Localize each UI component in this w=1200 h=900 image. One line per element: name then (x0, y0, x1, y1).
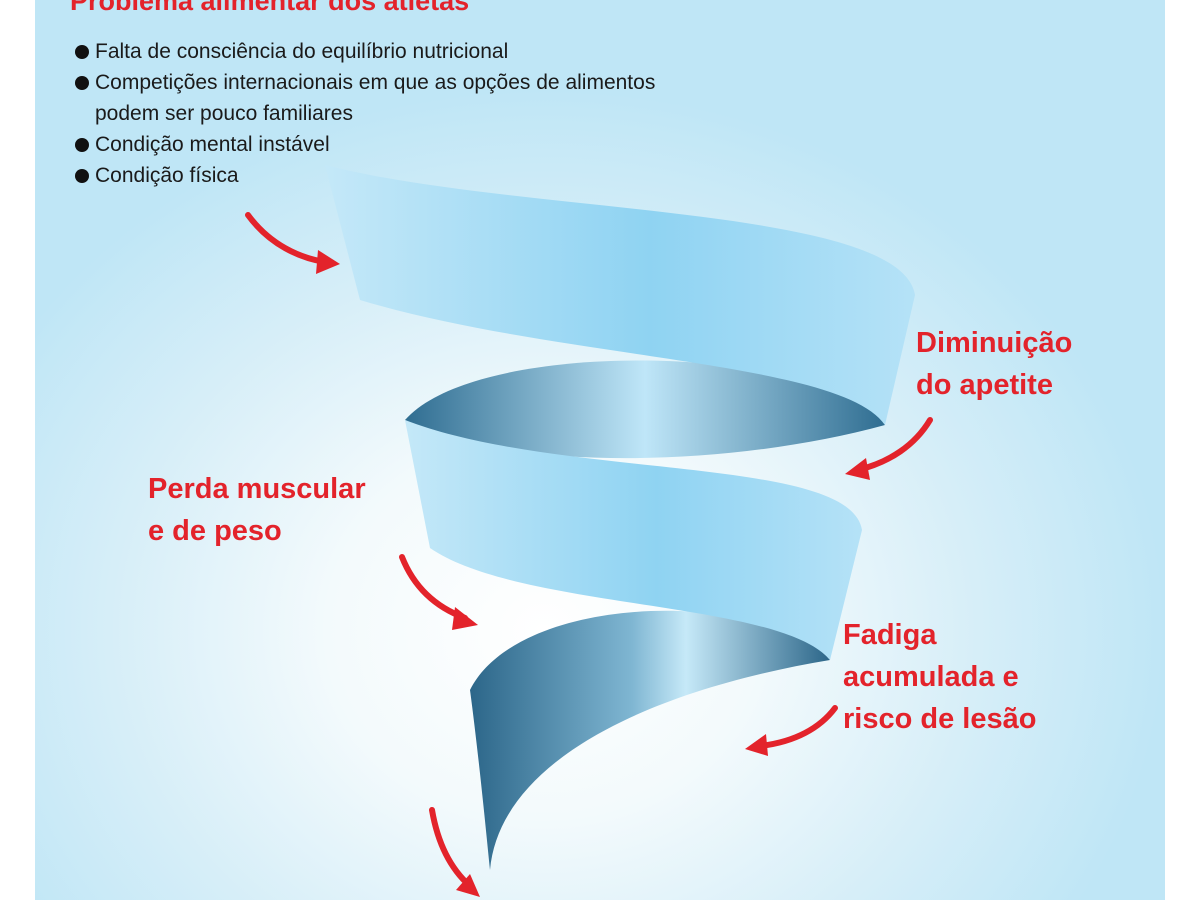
causes-list: Falta de consciência do equilíbrio nutri… (75, 36, 655, 191)
arrow-icon (245, 212, 328, 265)
bullet-icon (75, 138, 89, 152)
stage-label-appetite: Diminuição do apetite (916, 327, 1073, 401)
cause-item: Condição mental instável (75, 129, 655, 160)
ribbon-front-band-1 (325, 165, 915, 425)
stage-label-fatigue: Fadiga acumulada e risco de lesão (843, 619, 1037, 735)
cause-item-continuation: podem ser pouco familiares (95, 102, 353, 125)
cause-item: Competições internacionais em que as opç… (75, 67, 655, 98)
bullet-icon (75, 76, 89, 90)
arrowhead-icon (452, 607, 478, 630)
cause-item: Falta de consciência do equilíbrio nutri… (75, 36, 655, 67)
ribbon-back-band-1 (405, 360, 885, 459)
arrowhead-icon (456, 874, 480, 897)
arrow-icon (757, 705, 838, 749)
arrow-icon (429, 807, 473, 889)
arrowhead-icon (745, 734, 768, 756)
diagram-title: Problema alimentar dos atletas (70, 0, 470, 16)
arrowheads (316, 250, 870, 897)
bullet-icon (75, 45, 89, 59)
arrowhead-icon (845, 458, 870, 480)
ribbon-front-band-2 (405, 420, 862, 660)
stage-label-muscle-loss: Perda muscular e de peso (148, 473, 366, 547)
cause-item: Condição física (75, 160, 655, 191)
bullet-icon (75, 169, 89, 183)
arrowhead-icon (316, 250, 340, 274)
ribbon-back-band-2 (470, 610, 830, 870)
